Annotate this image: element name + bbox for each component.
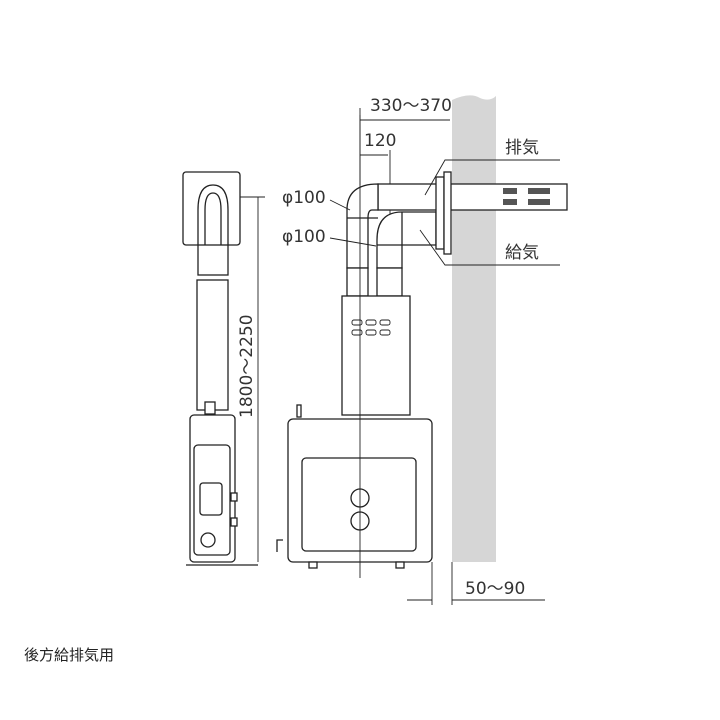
intake-elbow xyxy=(376,211,437,269)
intake-diameter-label: φ100 xyxy=(282,227,326,247)
intake-label: 給気 xyxy=(505,243,539,263)
exhaust-vent-holes xyxy=(503,188,550,205)
diagram-caption: 後方給排気用 xyxy=(24,646,115,664)
upper-casing xyxy=(341,295,411,416)
height-range-label: 1800〜2250 xyxy=(237,314,257,418)
front-panel xyxy=(301,457,417,552)
casing-vents xyxy=(351,319,391,336)
exhaust-pipe xyxy=(377,183,568,211)
exhaust-diameter-label: φ100 xyxy=(282,188,326,208)
width-range-label: 330〜370 xyxy=(370,96,452,116)
offset-label: 120 xyxy=(364,131,396,151)
wall-flange xyxy=(435,176,445,250)
wall-flange xyxy=(443,171,452,255)
drain-pipe xyxy=(276,539,283,552)
exhaust-elbow xyxy=(346,183,379,269)
side-pipe xyxy=(196,279,229,411)
exhaust-label: 排気 xyxy=(505,138,539,158)
wall-gap-label: 50〜90 xyxy=(465,579,525,599)
wall xyxy=(452,95,496,562)
